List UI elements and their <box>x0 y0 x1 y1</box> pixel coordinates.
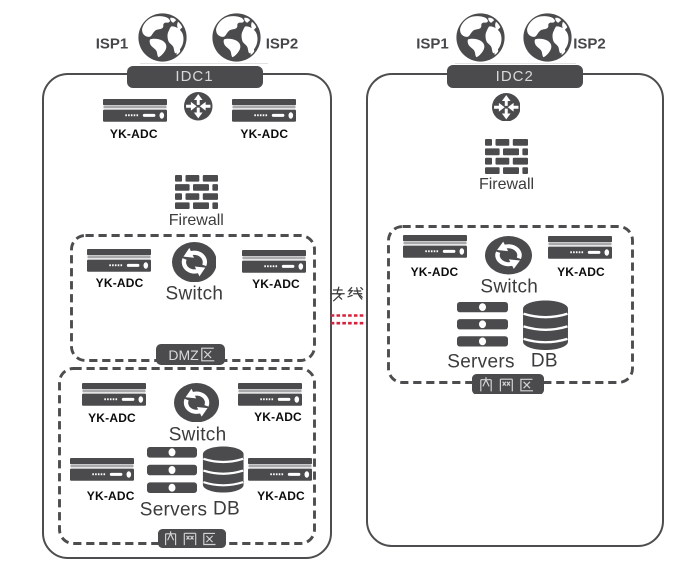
svg-text:DMZ: DMZ <box>168 347 199 363</box>
